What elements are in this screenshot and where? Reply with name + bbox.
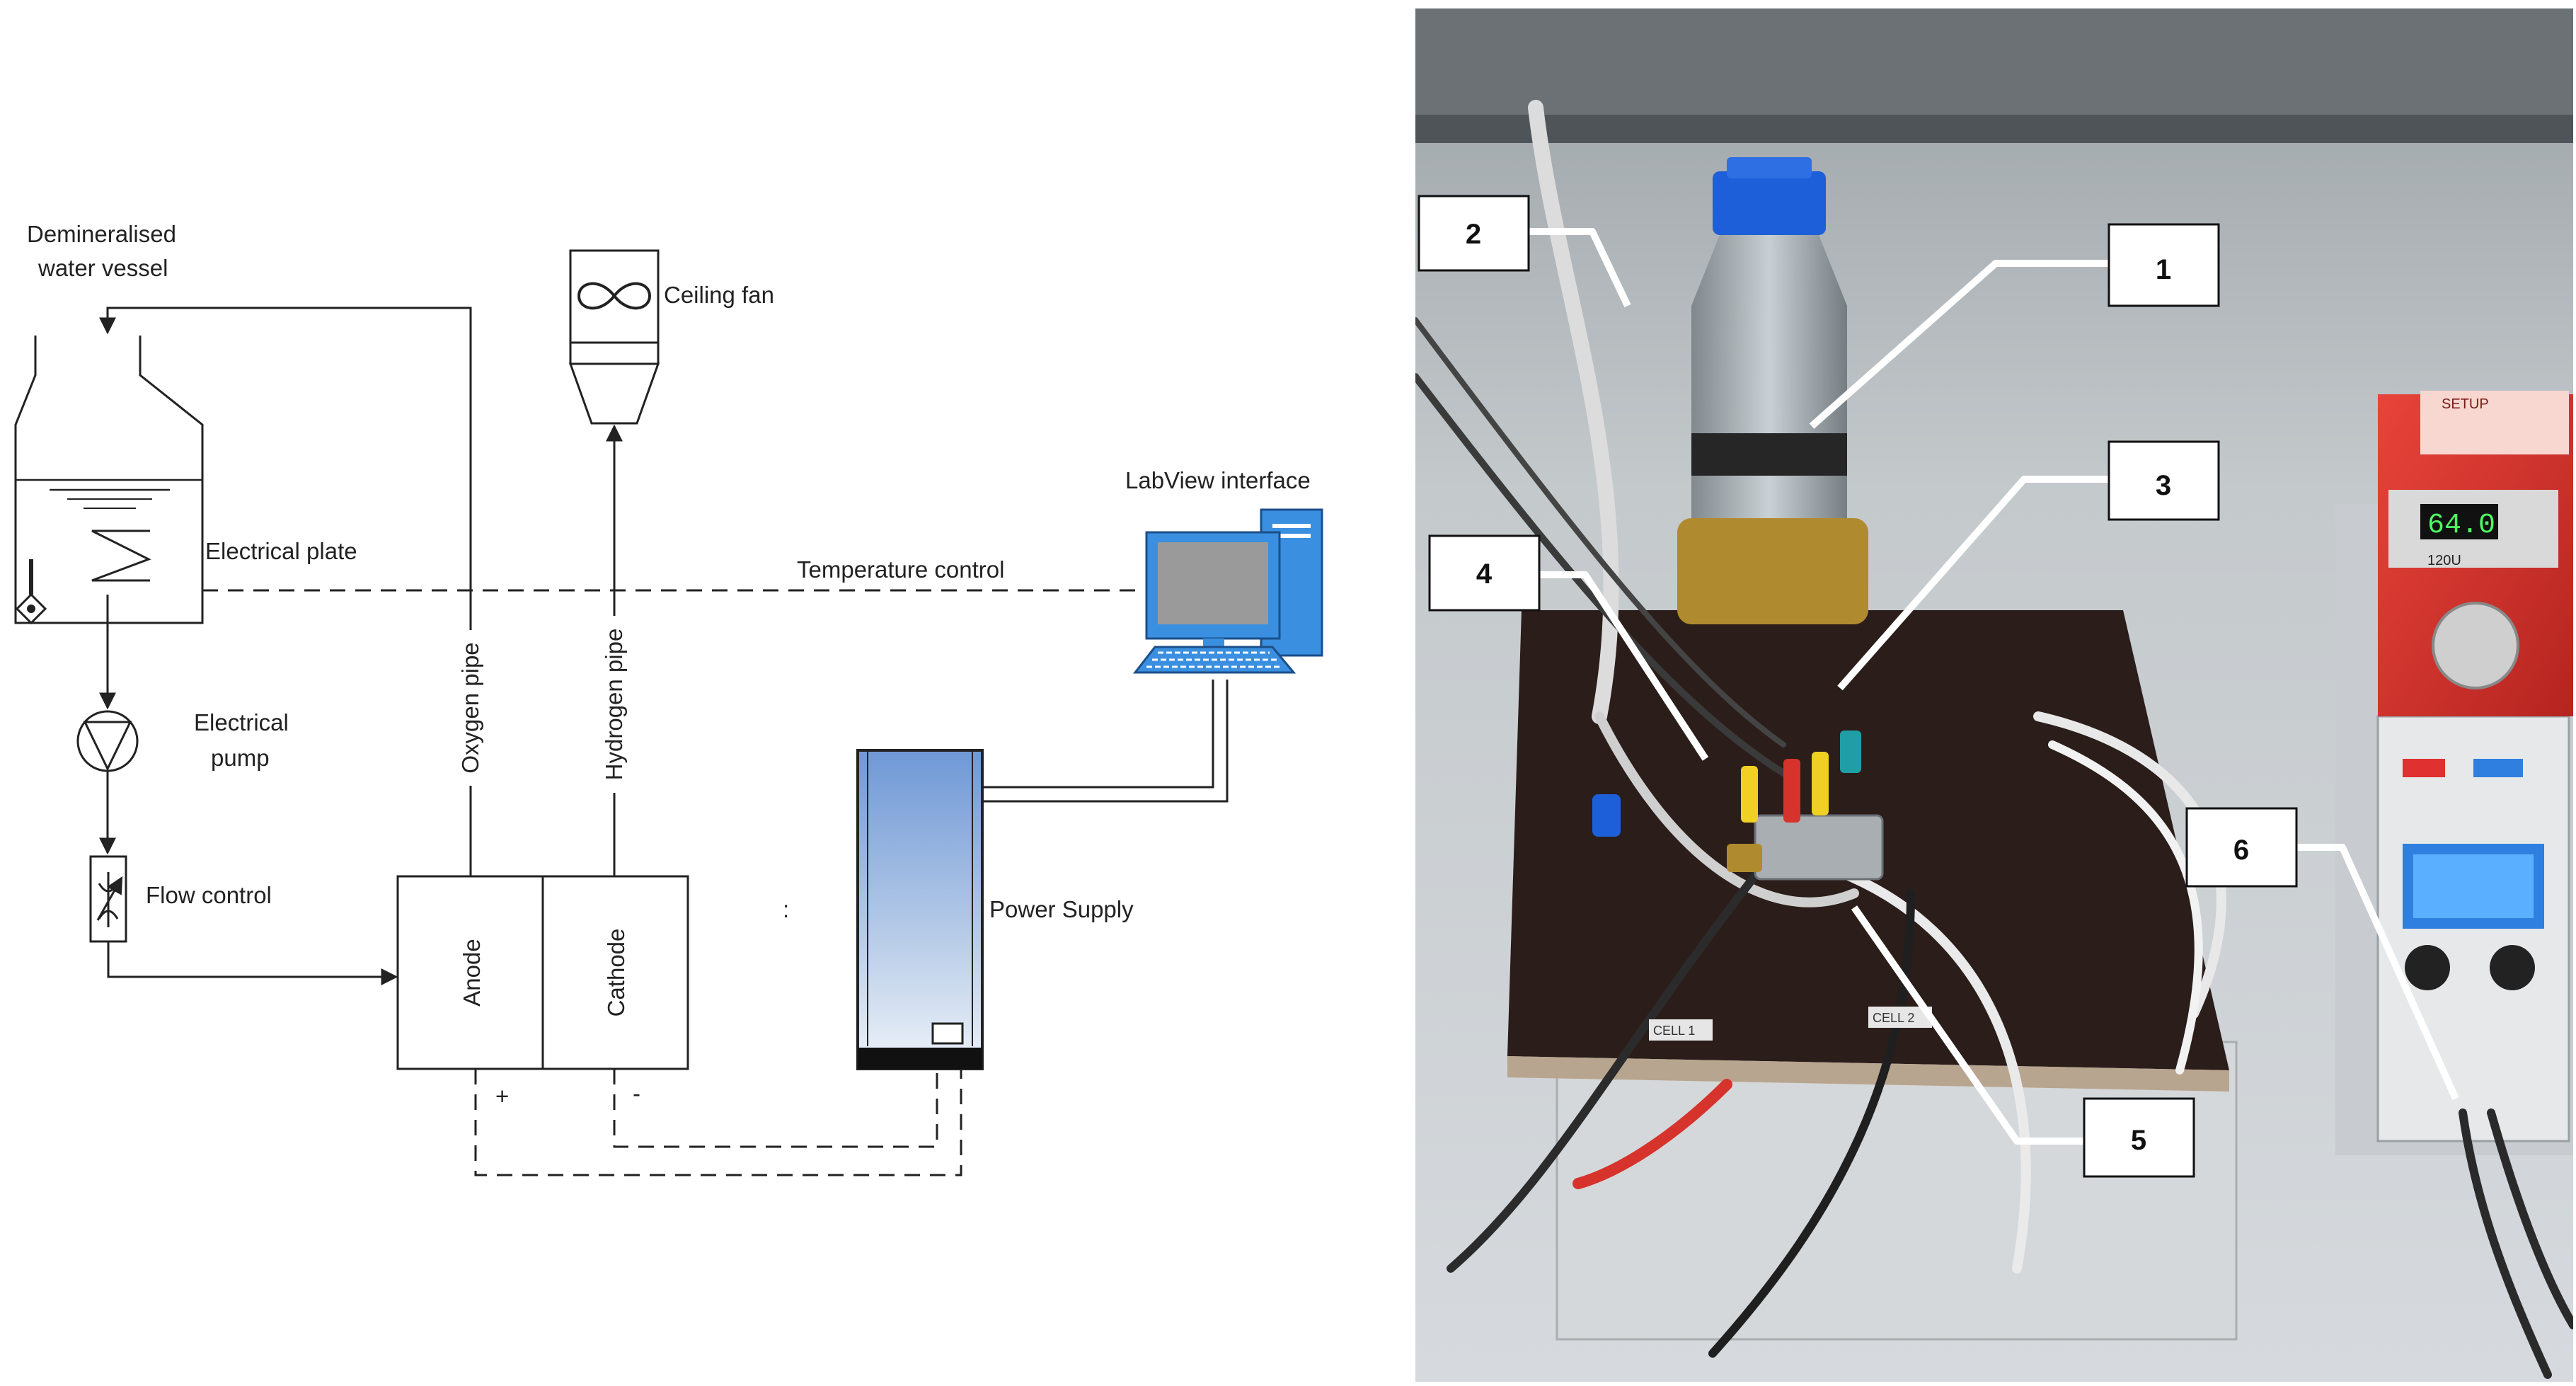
power-to-computer-cable xyxy=(982,680,1229,803)
anode-positive-cable xyxy=(474,1069,962,1176)
plus-label: + xyxy=(495,1083,509,1109)
cathode-label: Cathode xyxy=(603,929,629,1017)
callout-label-3: 3 xyxy=(2156,470,2171,501)
heating-coil xyxy=(91,529,151,582)
labview-label: LabView interface xyxy=(1125,467,1311,493)
flow-to-anode-line xyxy=(107,941,398,985)
anode-label: Anode xyxy=(459,939,485,1006)
cell-label-2: CELL 2 xyxy=(1873,1011,1914,1025)
flow-control-valve-icon xyxy=(89,855,127,943)
apparatus-photo: SETUP 64.0 120U CELL xyxy=(1415,8,2573,1382)
pump-display-readout: 64.0 xyxy=(2427,510,2495,542)
oxygen-pipe-line xyxy=(99,307,472,876)
ceiling-fan-label: Ceiling fan xyxy=(664,282,774,308)
callout-label-5: 5 xyxy=(2131,1125,2146,1156)
pump-sticker-text: SETUP xyxy=(2442,396,2489,412)
callout-label-2: 2 xyxy=(1466,219,1481,250)
power-supply-icon xyxy=(856,749,984,1070)
callout-box-6: 6 xyxy=(2185,807,2298,888)
cathode-negative-cable xyxy=(613,1069,938,1148)
electrolyser-cell xyxy=(396,875,689,1070)
callout-box-1: 1 xyxy=(2108,223,2220,307)
callout-label-4: 4 xyxy=(1476,559,1493,590)
stray-mark: : xyxy=(783,896,789,922)
hydrogen-pipe-label: Hydrogen pipe xyxy=(601,629,627,781)
water-bottle xyxy=(1677,157,1868,624)
pump-label-line1: Electrical xyxy=(194,709,289,735)
callout-box-2: 2 xyxy=(1418,195,1530,272)
callout-box-4: 4 xyxy=(1428,534,1541,612)
minus-label: - xyxy=(633,1080,640,1106)
callout-box-3: 3 xyxy=(2108,440,2220,521)
electrical-plate-label: Electrical plate xyxy=(205,538,357,564)
callout-box-5: 5 xyxy=(2083,1097,2195,1178)
pump-model-text: 120U xyxy=(2427,553,2461,568)
electrolyser-schematic: Demineralised water vessel Electrical pl… xyxy=(14,221,1323,1176)
thermometer-icon xyxy=(15,559,47,625)
vessel-label-line2: water vessel xyxy=(38,255,168,281)
water-vessel xyxy=(14,336,204,624)
pump-label-line2: pump xyxy=(211,745,270,771)
callout-label-6: 6 xyxy=(2233,835,2249,866)
callout-label-1: 1 xyxy=(2156,254,2171,285)
power-supply-label: Power Supply xyxy=(989,896,1134,922)
pump-icon xyxy=(76,710,139,772)
callout-leaders xyxy=(1529,228,2459,1145)
ceiling-fan-icon xyxy=(568,249,660,425)
flow-control-label: Flow control xyxy=(146,882,272,908)
pump-and-supply-unit xyxy=(2335,391,2573,1155)
oxygen-pipe-label: Oxygen pipe xyxy=(457,642,483,773)
computer-icon xyxy=(1132,508,1323,674)
vessel-label-line1: Demineralised xyxy=(27,221,176,247)
cell-label-1: CELL 1 xyxy=(1653,1024,1695,1038)
electrolyser-block xyxy=(1592,731,1884,881)
temperature-control-label: Temperature control xyxy=(797,556,1004,583)
